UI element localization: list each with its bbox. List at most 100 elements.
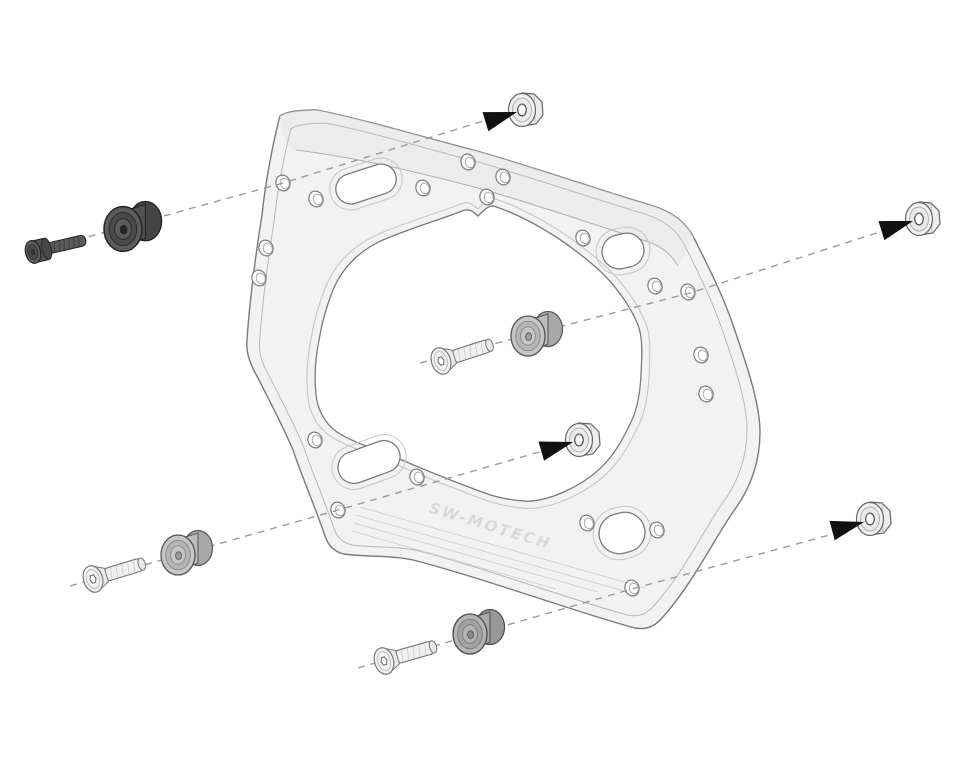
direction-arrow-icon [878,221,913,241]
slot-countersink-line [331,434,407,490]
bolt-head-back [41,237,53,261]
direction-arrow-icon [482,112,517,132]
slot-hole [595,226,651,276]
mounting-hole [579,514,595,532]
screw-thread-line [127,562,130,574]
direction-arrow-icon [829,520,864,541]
slot-opening [598,511,646,555]
screw-thread-line [401,650,404,662]
screw-thread-line [110,567,113,580]
socket-head-bolt [24,234,87,264]
streak-line [351,530,557,590]
countersunk-screw [373,640,438,675]
screw-hex-socket [380,656,388,666]
screw-thread-line [457,349,461,361]
hole-countersink-line [262,242,273,255]
spacer-center-hole [525,332,532,341]
slot-hole [331,434,407,490]
hole-countersink-line [651,280,662,293]
mounting-hole [258,239,274,257]
flange-nut [855,501,892,537]
screw-head-ring [85,569,101,589]
mounting-hole [409,468,425,486]
countersunk-screw [430,338,494,375]
hole-countersink-line [334,504,345,517]
hole-countersink-line [311,434,322,447]
slot-countersink-line [595,226,651,276]
plate-top-band [280,110,694,266]
streak-line [353,522,599,593]
hole-countersink-line [697,349,708,362]
screw-thread-line [463,347,466,359]
streak-line [355,514,639,596]
slot-opening [335,163,397,205]
hole-countersink-line [312,193,323,206]
distance-spacer [103,200,163,253]
bolt-thread-line [58,240,60,252]
hole-countersink-line [255,272,266,285]
screw-thread-line [475,343,478,356]
mounting-hole [680,283,696,301]
hole-countersink-line [702,388,713,401]
screw-thread-line [412,646,415,659]
hole-countersink-line [579,232,590,245]
plate-surface-streaks [351,506,646,596]
assembly-axis-line [357,524,867,669]
mounting-hole [698,385,714,403]
mounting-hole [495,168,511,186]
distance-spacer [510,310,564,357]
bolt-hex-socket [30,248,36,256]
mounting-hole [647,277,663,295]
slot-opening [337,439,401,485]
nut-hole-shadow [865,513,872,517]
distance-spacer [160,529,214,576]
nut-hole-shadow [574,434,581,438]
screw-tip [485,338,494,352]
adapter-plate: SW-MOTECH [246,109,761,630]
screw-thread-line [407,648,409,660]
distance-spacer [452,608,506,655]
mounting-hole [460,153,476,171]
hole-countersink-line [499,171,510,184]
assembly-axis-line [419,220,915,364]
screw-thread-line [424,643,427,655]
screw-tip [428,640,438,654]
streak-line [359,506,646,589]
screw-head-ring [433,351,449,371]
bolt-thread-line [53,241,56,253]
mounting-hole [307,431,323,449]
flange-nut [564,422,601,458]
hole-countersink-line [583,517,594,530]
slot-opening [601,232,645,270]
mounting-hole [479,188,495,206]
countersunk-screw [82,557,147,593]
hole-countersink-line [279,177,290,190]
hole-countersink-line [413,471,424,484]
mounting-hole [693,346,709,364]
hole-countersink-line [419,182,430,195]
assembly-axis-line [25,109,520,255]
screw-hex-socket [437,356,445,366]
screw-hex-socket [89,574,97,584]
screw-head-ring [376,651,392,671]
screw-tip [137,557,147,571]
mounting-hole [575,229,591,247]
nut-hole-shadow [914,213,921,217]
direction-arrow-icon [538,441,573,461]
assembly-axis-line [69,441,575,587]
spacer-center-hole [467,630,474,639]
nut-hole-shadow [517,104,524,108]
screw-thread-line [133,560,136,573]
bolt-thread-line [68,238,70,249]
mounting-hole [251,269,267,287]
hole-countersink-line [464,156,475,169]
slot-countersink-line [329,157,403,211]
screw-thread-line [480,342,484,354]
flange-nut [507,92,544,128]
mounting-hole [415,179,431,197]
hole-countersink-line [483,191,494,204]
bolt-thread-line [63,239,65,250]
spacer-center-hole [175,551,182,560]
